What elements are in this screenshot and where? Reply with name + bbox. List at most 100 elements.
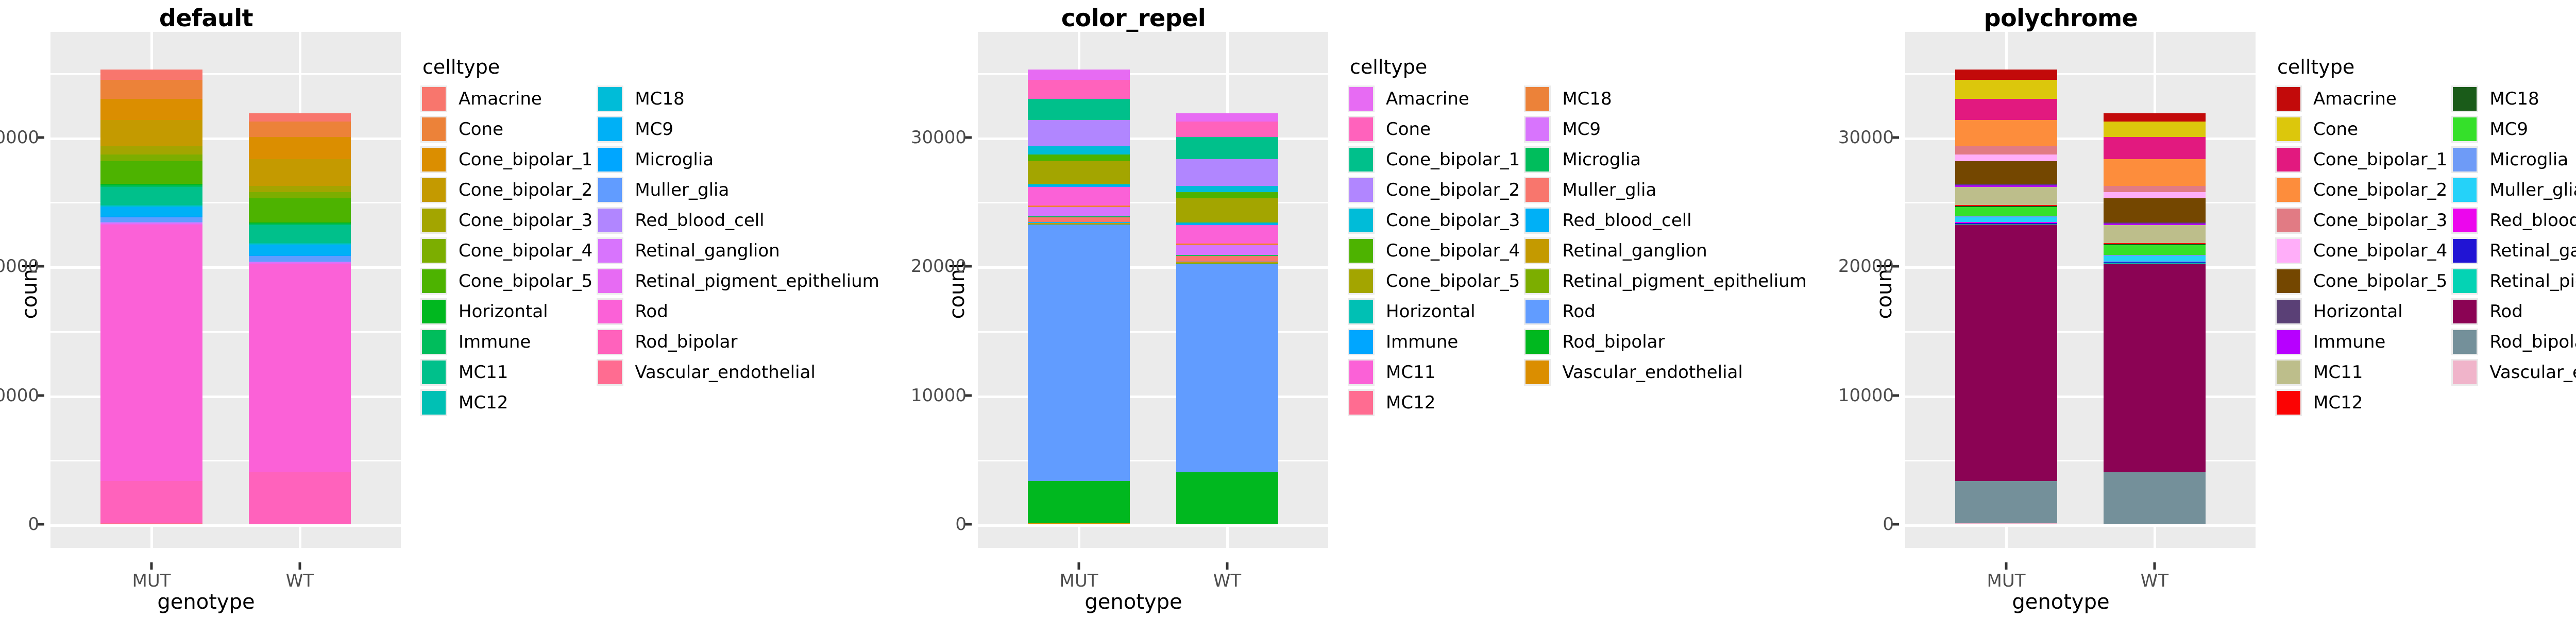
bar-segment[interactable]: [1176, 225, 1278, 244]
legend-item[interactable]: Microglia: [2451, 144, 2576, 175]
bar-segment[interactable]: [2104, 262, 2206, 263]
bar-segment[interactable]: [249, 256, 351, 262]
legend-item[interactable]: MC9: [597, 114, 879, 144]
bar-segment[interactable]: [249, 262, 351, 263]
bar-segment[interactable]: [2104, 113, 2206, 122]
legend-item[interactable]: MC18: [2451, 83, 2576, 114]
legend-item[interactable]: Rod_bipolar: [597, 327, 879, 357]
bar-segment[interactable]: [1176, 222, 1278, 224]
bar-segment[interactable]: [1176, 245, 1278, 255]
bar-segment[interactable]: [100, 79, 202, 99]
bar-WT[interactable]: [2104, 113, 2206, 524]
bar-segment[interactable]: [249, 186, 351, 193]
bar-segment[interactable]: [100, 161, 202, 184]
bar-segment[interactable]: [249, 245, 351, 255]
bar-segment[interactable]: [1955, 154, 2057, 162]
bar-segment[interactable]: [1028, 204, 1130, 207]
bar-segment[interactable]: [1955, 161, 2057, 184]
bar-segment[interactable]: [1176, 263, 1278, 473]
legend-item[interactable]: Cone_bipolar_3: [2275, 205, 2447, 235]
bar-segment[interactable]: [2104, 198, 2206, 222]
legend-item[interactable]: Cone_bipolar_2: [1348, 175, 1520, 205]
bar-WT[interactable]: [249, 113, 351, 524]
bar-segment[interactable]: [1028, 206, 1130, 208]
legend-item[interactable]: Amacrine: [420, 83, 592, 114]
bar-segment[interactable]: [2104, 245, 2206, 255]
bar-segment[interactable]: [100, 224, 202, 225]
legend-item[interactable]: Retinal_pigment_epithelium: [597, 266, 879, 296]
legend-item[interactable]: Rod: [2451, 296, 2576, 327]
bar-segment[interactable]: [1176, 136, 1278, 160]
legend-item[interactable]: Rod_bipolar: [2451, 327, 2576, 357]
legend-item[interactable]: Immune: [420, 327, 592, 357]
legend-item[interactable]: Vascular_endothelial: [1524, 357, 1806, 387]
bar-segment[interactable]: [1028, 222, 1130, 224]
legend-item[interactable]: Red_blood_cell: [2451, 205, 2576, 235]
bar-segment[interactable]: [1176, 113, 1278, 122]
bar-segment[interactable]: [1028, 98, 1130, 121]
bar-segment[interactable]: [249, 159, 351, 186]
bar-segment[interactable]: [1176, 243, 1278, 245]
bar-MUT[interactable]: [1955, 69, 2057, 524]
legend-item[interactable]: Muller_glia: [1524, 175, 1806, 205]
bar-segment[interactable]: [1955, 217, 2057, 222]
bar-segment[interactable]: [2104, 255, 2206, 256]
bar-segment[interactable]: [1028, 146, 1130, 154]
bar-segment[interactable]: [1028, 185, 1130, 187]
legend-item[interactable]: MC11: [2275, 357, 2447, 387]
legend-item[interactable]: Cone_bipolar_1: [420, 144, 592, 175]
bar-segment[interactable]: [100, 98, 202, 121]
bar-segment[interactable]: [1176, 198, 1278, 222]
legend-item[interactable]: MC11: [420, 357, 592, 387]
bar-segment[interactable]: [2104, 136, 2206, 160]
legend-item[interactable]: Cone: [1348, 114, 1520, 144]
bar-segment[interactable]: [249, 222, 351, 224]
legend-item[interactable]: Immune: [2275, 327, 2447, 357]
bar-segment[interactable]: [1955, 120, 2057, 146]
bar-segment[interactable]: [2104, 186, 2206, 193]
bar-segment[interactable]: [1955, 481, 2057, 524]
bar-segment[interactable]: [100, 207, 202, 216]
bar-segment[interactable]: [100, 222, 202, 224]
bar-segment[interactable]: [1028, 161, 1130, 184]
legend-item[interactable]: Microglia: [597, 144, 879, 175]
bar-segment[interactable]: [2104, 159, 2206, 186]
bar-segment[interactable]: [1028, 69, 1130, 80]
bar-segment[interactable]: [1955, 222, 2057, 224]
bar-segment[interactable]: [249, 225, 351, 244]
legend-item[interactable]: Cone_bipolar_5: [2275, 266, 2447, 296]
bar-segment[interactable]: [100, 185, 202, 187]
legend-item[interactable]: Cone_bipolar_4: [2275, 235, 2447, 266]
bar-segment[interactable]: [100, 222, 202, 223]
bar-segment[interactable]: [100, 69, 202, 80]
legend-item[interactable]: Cone_bipolar_2: [420, 175, 592, 205]
bar-segment[interactable]: [1176, 224, 1278, 225]
bar-segment[interactable]: [1955, 222, 2057, 223]
legend-item[interactable]: MC18: [597, 83, 879, 114]
bar-segment[interactable]: [249, 263, 351, 473]
bar-segment[interactable]: [249, 198, 351, 222]
bar-MUT[interactable]: [1028, 69, 1130, 524]
bar-segment[interactable]: [1028, 184, 1130, 186]
bar-segment[interactable]: [1955, 146, 2057, 154]
bar-segment[interactable]: [1955, 186, 2057, 205]
legend-item[interactable]: Amacrine: [2275, 83, 2447, 114]
bar-segment[interactable]: [1955, 207, 2057, 216]
bar-segment[interactable]: [2104, 263, 2206, 473]
bar-segment[interactable]: [1176, 255, 1278, 256]
legend-item[interactable]: Retinal_pigment_epithelium: [2451, 266, 2576, 296]
bar-WT[interactable]: [1176, 113, 1278, 524]
bar-segment[interactable]: [1955, 184, 2057, 186]
legend-item[interactable]: Immune: [1348, 327, 1520, 357]
legend-item[interactable]: MC12: [2275, 387, 2447, 418]
legend-item[interactable]: Rod: [597, 296, 879, 327]
bar-segment[interactable]: [1176, 256, 1278, 262]
bar-segment[interactable]: [249, 244, 351, 246]
bar-segment[interactable]: [1955, 79, 2057, 99]
legend-item[interactable]: Rod_bipolar: [1524, 327, 1806, 357]
bar-segment[interactable]: [100, 186, 202, 205]
legend-item[interactable]: Cone_bipolar_5: [420, 266, 592, 296]
bar-segment[interactable]: [249, 255, 351, 256]
legend-item[interactable]: Cone_bipolar_4: [1348, 235, 1520, 266]
bar-segment[interactable]: [1955, 224, 2057, 225]
